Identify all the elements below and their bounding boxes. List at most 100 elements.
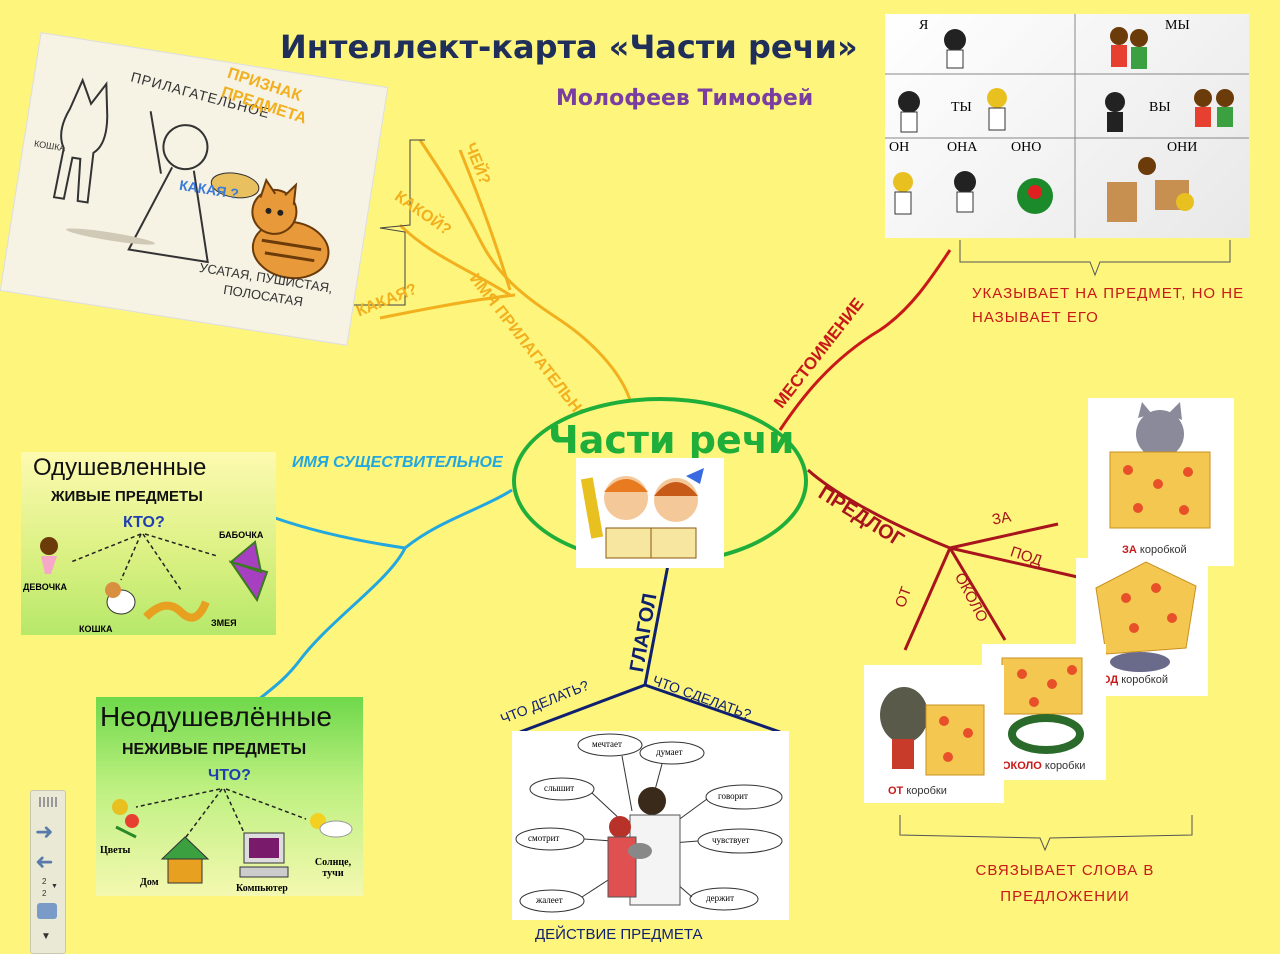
verb-picture-drawing <box>515 733 783 913</box>
house-icon <box>160 836 210 884</box>
verb-branch-line <box>643 564 670 686</box>
verb-action-zhaleet: жалеет <box>536 895 563 905</box>
preposition-pic-za: ЗА коробкой <box>1088 398 1234 566</box>
inanimate-title: Неодушевлённые <box>100 701 332 732</box>
center-kids-picture <box>576 458 724 568</box>
preposition-bracket <box>899 815 1193 852</box>
verb-action-chuvstvuet: чувствует <box>712 835 750 845</box>
sun-clouds-icon <box>310 813 353 838</box>
ground-shadow <box>66 228 155 245</box>
verb-action-govorit: говорит <box>718 791 748 801</box>
woman-with-cat-icon <box>607 787 681 906</box>
pic-okolo-bold: ОКОЛО <box>1002 760 1042 772</box>
kids-icons <box>893 27 1234 222</box>
inanimate-question: ЧТО? <box>208 767 251 784</box>
adjective-picture: ПРИЛАГАТЕЛЬНОЕ КАКАЯ ? УСАТАЯ, ПУШИСТАЯ,… <box>0 32 389 346</box>
inanimate-item-flowers: Цветы <box>100 845 131 856</box>
pronoun-ona: ОНА <box>947 140 978 155</box>
preposition-pic-ot: ОТ коробки <box>864 665 1004 803</box>
inanimate-item-house: Дом <box>140 877 159 888</box>
box-cat-under-icon <box>1095 561 1197 672</box>
close-pen-icon[interactable] <box>37 903 57 919</box>
verb-q1-line <box>519 683 646 734</box>
pronoun-vy: ВЫ <box>1149 100 1171 115</box>
preposition-ot-line <box>903 547 952 651</box>
pic-ot-rest: коробки <box>903 785 947 797</box>
pronoun-table-grid <box>885 14 1249 238</box>
animate-subtitle: ЖИВЫЕ ПРЕДМЕТЫ <box>51 488 203 505</box>
pronoun-ono: ОНО <box>1011 140 1042 155</box>
inanimate-arrows <box>112 788 353 884</box>
pic-okolo-rest: коробки <box>1041 760 1086 772</box>
box-hedgehog-from-icon <box>880 687 985 776</box>
animate-item-snake: ЗМЕЯ <box>211 618 237 628</box>
verb-action-dumaet: думает <box>656 747 683 757</box>
center-title: Части речи <box>548 418 795 462</box>
page-dropdown-icon[interactable]: ▼ <box>51 883 58 890</box>
computer-icon <box>239 832 289 878</box>
pic-ot-bold: ОТ <box>888 785 904 797</box>
pronoun-oni: ОНИ <box>1167 140 1198 155</box>
kids-reading-icon <box>580 468 704 559</box>
animate-item-girl: ДЕВОЧКА <box>23 582 68 592</box>
adjective-bracket <box>340 139 425 306</box>
pronoun-bracket <box>959 240 1231 277</box>
pic-pod-rest: коробкой <box>1118 674 1168 686</box>
preposition-za-line <box>949 522 1059 550</box>
inanimate-item-computer: Компьютер <box>236 883 288 894</box>
verb-meaning-label: ДЕЙСТВИЕ ПРЕДМЕТА <box>535 926 703 943</box>
inanimate-subtitle: НЕЖИВЫЕ ПРЕДМЕТЫ <box>122 741 307 758</box>
pronoun-note: УКАЗЫВАЕТ НА ПРЕДМЕТ, НО НЕ НАЗЫВАЕТ ЕГО <box>972 285 1245 326</box>
pronoun-ty: ТЫ <box>951 100 972 115</box>
verb-action-derzhit: держит <box>706 893 735 903</box>
pronoun-branch-line <box>778 249 952 431</box>
preposition-branch-line <box>806 468 951 550</box>
adjective-q2-line <box>398 223 511 297</box>
adjective-q1-line <box>458 149 512 291</box>
snake-icon <box>143 600 210 622</box>
verb-picture: мечтает думает слышит говорит смотрит чу… <box>512 731 789 920</box>
animate-item-cat: КОШКА <box>79 624 113 634</box>
animate-arrows <box>40 533 269 622</box>
verb-q2-line <box>644 683 781 734</box>
cat-icon <box>251 177 330 280</box>
butterfly-icon <box>228 540 269 603</box>
verb-action-smotrit: смотрит <box>528 833 560 843</box>
next-slide-icon[interactable]: ➜ <box>35 819 54 844</box>
preposition-pod-line <box>949 546 1083 580</box>
preposition-word-za: ЗА <box>990 508 1013 529</box>
preposition-pic-pod: ПОД коробкой <box>1076 558 1208 696</box>
adjective-sketch <box>52 77 330 280</box>
sketch-girl-icon <box>127 111 209 264</box>
noun-branch-line-2 <box>257 547 407 702</box>
preposition-note: СВЯЗЫВАЕТ СЛОВА В ПРЕДЛОЖЕНИИ <box>975 862 1155 905</box>
adjective-q3-line <box>379 293 516 320</box>
panel-grip-icon <box>39 797 57 807</box>
noun-branch-label: ИМЯ СУЩЕСТВИТЕЛЬНОЕ <box>292 454 503 471</box>
animate-item-butterfly: БАБОЧКА <box>219 530 264 540</box>
page-title: Интеллект-карта «Части речи» <box>280 28 858 66</box>
noun-animate-card: Одушевленные ЖИВЫЕ ПРЕДМЕТЫ КТО? ДЕВОЧКА… <box>21 452 276 635</box>
page-number: 2 <box>42 877 47 886</box>
inanimate-item-sun: Солнце, тучи <box>314 857 352 879</box>
girl-icon <box>40 537 58 555</box>
palette-icon <box>210 172 260 199</box>
noun-branch-line <box>274 488 513 550</box>
box-snake-near-icon <box>1001 657 1084 754</box>
flowers-icon <box>112 799 139 839</box>
page-total: 2 <box>42 889 47 898</box>
panel-collapse-icon[interactable]: ▼ <box>41 931 51 942</box>
prev-slide-icon[interactable]: ➜ <box>35 849 54 874</box>
preposition-okolo-line <box>948 547 1007 641</box>
pronoun-on: ОН <box>889 140 910 155</box>
sketch-cat-outline-icon <box>52 77 109 204</box>
verb-action-mechtaet: мечтает <box>592 739 622 749</box>
animate-question: КТО? <box>123 514 165 531</box>
pic-za-bold: ЗА <box>1122 544 1137 556</box>
box-cat-behind-icon <box>1109 402 1211 529</box>
pronoun-table: Я МЫ ТЫ ВЫ ОН ОНА ОНО ОНИ <box>885 14 1249 238</box>
pic-za-rest: коробкой <box>1136 544 1187 556</box>
verb-action-slyshit: слышит <box>544 783 575 793</box>
author-name: Молофеев Тимофей <box>556 86 814 111</box>
